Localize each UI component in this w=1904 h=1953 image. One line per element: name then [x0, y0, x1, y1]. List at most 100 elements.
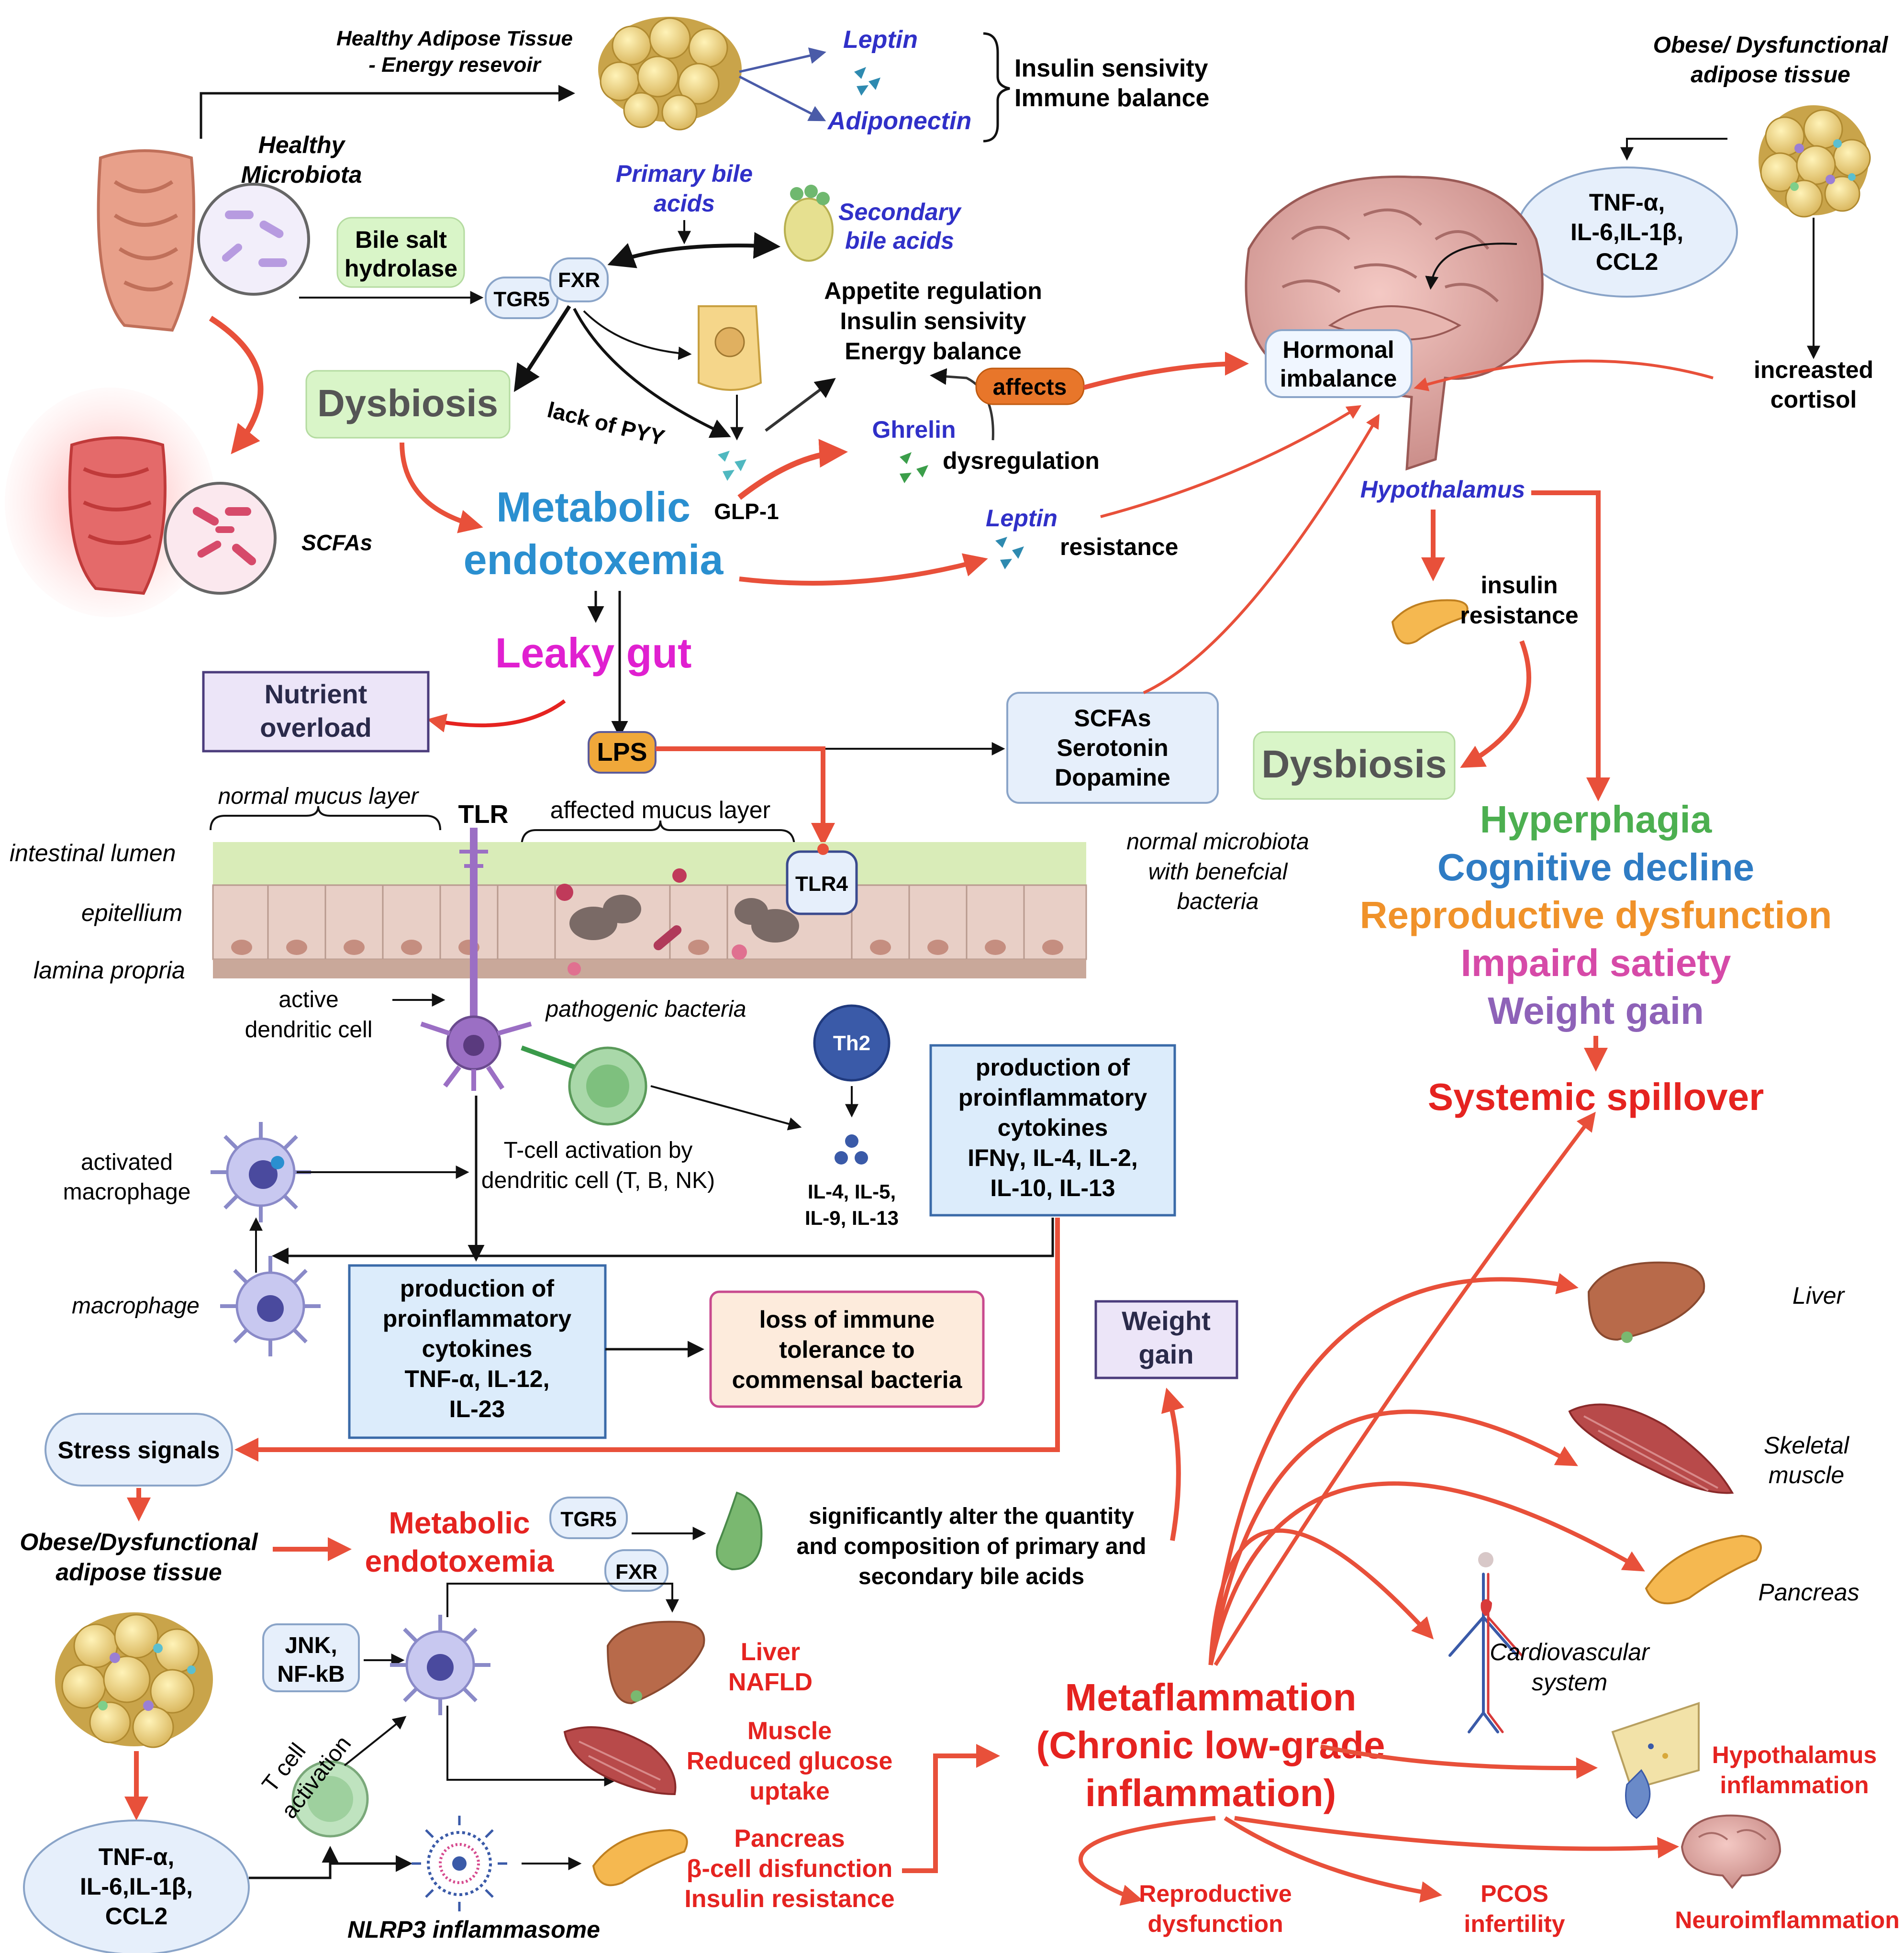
- hyperphagia-label: Hyperphagia: [1480, 798, 1712, 841]
- activated-macrophage-2: macrophage: [63, 1179, 191, 1205]
- healthy-microbiota-1: Healthy: [258, 132, 346, 158]
- insulin-resistance-1: insulin: [1481, 572, 1558, 599]
- primary-bile-2: acids: [654, 190, 715, 217]
- dendritic-cell-icon: [420, 828, 532, 1091]
- tlr4-label: TLR4: [795, 872, 848, 896]
- liver-bottom-1: Liver: [741, 1638, 800, 1666]
- obese-title-2: adipose tissue: [1691, 62, 1850, 88]
- energy-balance: Energy balance: [845, 338, 1022, 365]
- weight-gain-1: Weight: [1122, 1306, 1211, 1336]
- affects-label: affects: [993, 375, 1067, 400]
- scfas-label: SCFAs: [301, 530, 372, 555]
- liver-bottom-icon: [606, 1620, 705, 1705]
- fxr-bottom-label: FXR: [615, 1560, 657, 1584]
- bile-bottom-2: and composition of primary and: [797, 1534, 1147, 1559]
- bile-salt-hydrolase-box: [336, 217, 465, 288]
- dysregulation-label: dysregulation: [943, 447, 1100, 474]
- arrow-bile-conversion: [607, 232, 781, 268]
- metabolic-endotoxemia-1: Metabolic: [496, 483, 690, 531]
- arrow-affects-to-hormonal: [1083, 352, 1249, 390]
- arrow-hypo-to-hyperphagia: [1531, 490, 1610, 801]
- arrow-insulin-to-dysbiosis: [1460, 640, 1531, 768]
- activated-macrophage-1: activated: [81, 1150, 173, 1175]
- intestinal-epithelium-strip: [212, 842, 1087, 978]
- arrow-glp1-to-appetite: [765, 377, 836, 432]
- proinflammatory-box-middle: [348, 1264, 607, 1439]
- cognitive-decline-label: Cognitive decline: [1437, 846, 1754, 888]
- arrow-to-adiponectin: [738, 75, 826, 122]
- nutrient-2: overload: [260, 712, 371, 743]
- loss-of-tolerance-box: [709, 1290, 985, 1408]
- healthy-adipose-title: Healthy Adipose Tissue: [336, 27, 573, 50]
- organ-cv-1: Cardiovascular: [1490, 1639, 1650, 1665]
- ghrelin-label: Ghrelin: [872, 416, 956, 443]
- prod-mid-3: cytokines: [422, 1335, 533, 1362]
- systemic-spillover-label: Systemic spillover: [1428, 1076, 1764, 1118]
- tcell-activation-2: dendritic cell (T, B, NK): [481, 1168, 715, 1193]
- pancreas-organ-icon: [1645, 1534, 1762, 1605]
- active-dc-1: active: [278, 987, 338, 1012]
- increased-cortisol-1: increasted: [1754, 356, 1873, 383]
- affected-mucus-brace: [521, 820, 795, 847]
- arrow-to-leptin: [739, 47, 826, 73]
- repro-dysfunction-1: Reproductive: [1139, 1880, 1292, 1907]
- leptin-2-label: Leptin: [986, 505, 1058, 532]
- jnk-2: NF-kB: [277, 1662, 345, 1687]
- liver-organ-icon: [1587, 1261, 1705, 1343]
- muscle-bottom-2: Reduced glucose: [687, 1747, 893, 1775]
- hormonal-1: Hormonal: [1282, 336, 1394, 363]
- metaflammation-2: (Chronic low-grade: [1036, 1724, 1385, 1766]
- loss-3: commensal bacteria: [732, 1366, 963, 1393]
- arrow-to-leptin-resistance: [739, 553, 988, 586]
- metabolic-bottom-2: endotoxemia: [365, 1544, 554, 1578]
- hypothalamus-label: Hypothalamus: [1360, 476, 1525, 503]
- gallbladder-icon: [716, 1491, 763, 1571]
- obese-adipose-icon: [1759, 105, 1871, 218]
- cytokines-top-3: CCL2: [1596, 248, 1659, 275]
- healthy-microbiota-circle: [197, 183, 310, 296]
- arrow-macrophage-to-liver: [446, 1583, 679, 1617]
- systemic-arrows: [1078, 1111, 1679, 1906]
- t-cell-nucleus: [586, 1065, 629, 1108]
- insulin-resistance-2: resistance: [1460, 602, 1578, 629]
- arrow-healthy-to-dysbiotic: [209, 315, 264, 455]
- pathogen-bacteria-icon: [192, 507, 256, 566]
- obese-title-1: Obese/ Dysfunctional: [1653, 33, 1889, 58]
- active-dc-2: dendritic cell: [245, 1017, 373, 1043]
- arrow-right-prod-to-macrophage: [272, 1218, 1054, 1265]
- obese-bottom-1: Obese/Dysfunctional: [20, 1529, 258, 1555]
- arrow-fxr-to-cell: [583, 310, 692, 360]
- damaged-mucus-debris-icon: [569, 895, 799, 943]
- secondary-bile-acid-icon: [784, 185, 834, 262]
- healthy-adipose-icon: [598, 17, 742, 131]
- intestinal-lumen-label: intestinal lumen: [10, 840, 176, 866]
- insulin-sensivity-2: Insulin sensivity: [840, 308, 1026, 334]
- neuroinflammation-label: Neuroimflammation: [1675, 1907, 1900, 1933]
- secondary-bile-1: Secondary: [838, 199, 962, 225]
- cardiovascular-icon: [1448, 1552, 1523, 1733]
- healthy-adipose-subtitle: - Energy resevoir: [368, 53, 542, 77]
- prod-right-5: IL-10, IL-13: [990, 1175, 1115, 1201]
- brace: [983, 32, 1010, 143]
- weight-gain-2: gain: [1138, 1339, 1193, 1369]
- normal-microbiota-1: normal microbiota: [1126, 829, 1309, 854]
- tcell-activation-1: T-cell activation by: [504, 1138, 693, 1163]
- dysbiosis-box-right: [1253, 731, 1456, 800]
- loss-2: tolerance to: [779, 1336, 914, 1363]
- hormonal-imbalance-box: [1265, 329, 1413, 398]
- liver-bottom-2: NAFLD: [728, 1668, 813, 1696]
- arrow-cortisol-to-brain: [1414, 359, 1714, 391]
- glp1-label: GLP-1: [714, 499, 779, 524]
- scfas-box-3: Dopamine: [1055, 764, 1170, 791]
- leptin-molecule-icon: [854, 67, 880, 96]
- healthy-microbiota-2: Microbiota: [241, 161, 362, 188]
- bile-salt-1: Bile salt: [355, 226, 447, 253]
- ghrelin-molecule-icon: [900, 452, 928, 483]
- stress-signals-label: Stress signals: [57, 1437, 220, 1464]
- prod-mid-5: IL-23: [449, 1396, 505, 1422]
- proinflammatory-box-right: [929, 1044, 1176, 1217]
- immune-balance-label: Immune balance: [1014, 84, 1209, 112]
- pancreas-bottom-3: Insulin resistance: [684, 1885, 894, 1913]
- t-cell-bottom-icon: [291, 1760, 369, 1838]
